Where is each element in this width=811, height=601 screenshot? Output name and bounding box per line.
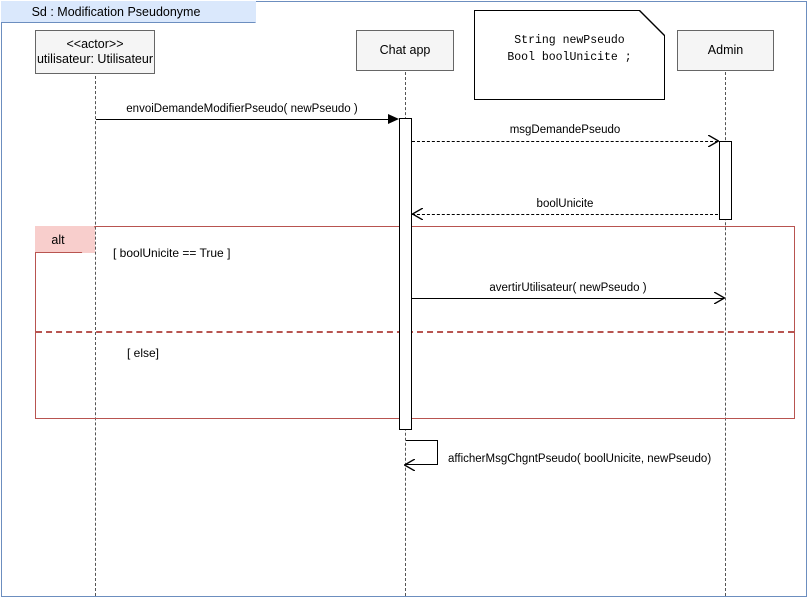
alt-guard-condition-else: [ else] [127,346,160,360]
lifeline-head-admin[interactable]: Admin [677,30,774,71]
message-label-bool-unicite: boolUnicite [536,198,594,210]
alt-fragment-operator-tab: alt [35,226,95,253]
activation-bar-chat-app [399,118,412,430]
message-line-bool-unicite [412,214,718,215]
diagram-title-tab: Sd : Modification Pseudonyme [1,1,256,23]
lifeline-line-admin [725,72,726,596]
message-label-msg-demande-pseudo: msgDemandePseudo [509,124,621,136]
self-message-loop-afficher-msg-chgnt-pseudo [406,440,438,465]
message-label-afficher-msg-chgnt-pseudo: afficherMsgChgntPseudo( boolUnicite, new… [448,453,712,465]
arrowhead-afficher-msg-chgnt-pseudo [404,459,415,471]
alt-fragment-frame [35,226,795,419]
message-line-envoi-demande-modifier-pseudo [96,119,388,120]
message-line-msg-demande-pseudo [412,141,718,142]
lifeline-name-admin: Admin [707,43,744,57]
arrowhead-msg-demande-pseudo [708,135,719,147]
lifeline-name-utilisateur: utilisateur: Utilisateur [36,52,153,66]
note-line-2: Bool boolUnicite ; [507,51,632,64]
message-label-envoi-demande-modifier-pseudo: envoiDemandeModifierPseudo( newPseudo ) [126,103,358,115]
lifeline-head-utilisateur[interactable]: <<actor>> utilisateur: Utilisateur [35,30,155,74]
note-line-1: String newPseudo [514,34,625,47]
lifeline-line-utilisateur [95,76,96,596]
diagram-title-label: Sd : Modification Pseudonyme [31,5,201,19]
message-label-avertir-utilisateur: avertirUtilisateur( newPseudo ) [489,282,647,294]
arrowhead-bool-unicite [412,208,423,220]
arrowhead-envoi-demande-modifier-pseudo [388,114,399,124]
message-line-avertir-utilisateur [412,298,724,299]
alt-guard-condition-true: [ boolUnicite == True ] [113,246,231,260]
activation-bar-admin [719,141,732,220]
alt-fragment-operator-label: alt [51,232,65,247]
note-body [474,10,665,100]
lifeline-name-chat-app: Chat app [379,43,431,57]
lifeline-stereotype-utilisateur: <<actor>> [66,37,124,51]
alt-fragment-divider [36,331,794,333]
note-fold-corner-icon [639,10,665,36]
lifeline-head-chat-app[interactable]: Chat app [356,30,454,71]
note-box: String newPseudo Bool boolUnicite ; [474,10,665,100]
arrowhead-avertir-utilisateur [714,292,725,304]
